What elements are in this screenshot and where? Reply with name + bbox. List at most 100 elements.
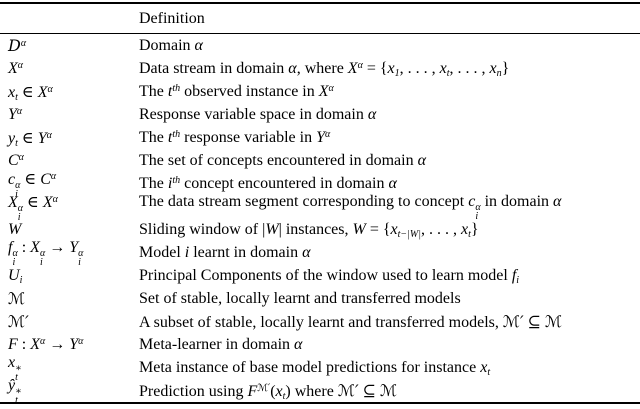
text-segment: X bbox=[8, 59, 18, 77]
text-segment: The data stream segment corresponding to… bbox=[139, 192, 469, 210]
text-segment: U bbox=[8, 266, 20, 284]
text-segment: ℳ′ bbox=[257, 382, 271, 394]
text-segment: t bbox=[15, 91, 18, 103]
math-subsup: ∗t bbox=[15, 385, 22, 406]
text-segment: α bbox=[294, 335, 303, 353]
text-segment: Response variable space in domain bbox=[139, 105, 368, 123]
text-segment: α bbox=[553, 192, 562, 210]
text-segment: ℳ bbox=[379, 380, 398, 400]
table-row: ℳ′A subset of stable, locally learnt and… bbox=[0, 310, 640, 333]
text-segment: th bbox=[172, 174, 181, 186]
symbol-cell: Xα bbox=[0, 60, 139, 78]
text-segment: X bbox=[318, 82, 329, 100]
text-segment: α bbox=[47, 83, 53, 95]
math-subsup: ∗t bbox=[15, 362, 22, 383]
text-segment: α bbox=[16, 105, 23, 117]
text-segment: α bbox=[194, 36, 203, 54]
definition-cell: Principal Components of the window used … bbox=[139, 266, 640, 286]
text-segment: α bbox=[367, 105, 377, 123]
text-segment: concept encountered in domain bbox=[180, 174, 389, 192]
text-segment: ŷ bbox=[8, 376, 16, 394]
table-header-rule bbox=[0, 33, 640, 34]
text-segment: α bbox=[52, 193, 58, 205]
text-segment: Y bbox=[316, 128, 325, 146]
symbol-cell: Yα bbox=[0, 106, 139, 124]
text-segment: Meta instance of base model predictions … bbox=[139, 358, 481, 376]
text-segment: α bbox=[46, 129, 52, 141]
text-segment: , . . . , bbox=[421, 220, 462, 238]
text-segment: Principal Components of the window used … bbox=[139, 266, 512, 284]
text-segment: α bbox=[302, 243, 311, 261]
definition-cell: Model i learnt in domain α bbox=[139, 244, 640, 262]
text-segment: W bbox=[265, 220, 279, 238]
text-segment: x bbox=[390, 220, 398, 238]
text-segment: ⊆ bbox=[358, 382, 380, 400]
definition-cell: Meta instance of base model predictions … bbox=[139, 358, 640, 378]
text-segment: , . . . , bbox=[399, 59, 440, 77]
text-segment: = { bbox=[365, 220, 391, 238]
definition-cell: Meta-learner in domain α bbox=[139, 336, 640, 354]
symbol-cell: Dα bbox=[0, 36, 139, 56]
text-segment: α bbox=[78, 335, 84, 347]
text-segment: ℳ′ bbox=[502, 311, 524, 331]
table-row: x ∗t Meta instance of base model predictio… bbox=[0, 354, 640, 383]
symbol-cell: ℳ′ bbox=[0, 312, 139, 332]
text-segment: α bbox=[50, 170, 57, 182]
symbol-cell: W bbox=[0, 221, 139, 239]
definition-cell: Response variable space in domain α bbox=[139, 106, 640, 124]
symbol-cell: ŷ∗t bbox=[0, 376, 139, 406]
text-segment: t bbox=[282, 390, 286, 402]
text-segment: t bbox=[487, 366, 491, 378]
text-segment: α bbox=[388, 174, 397, 192]
text-segment: t bbox=[15, 137, 18, 149]
text-segment: The bbox=[139, 82, 168, 100]
text-segment: f bbox=[511, 266, 517, 284]
text-segment: Y bbox=[69, 335, 79, 353]
definition-cell: The tth response variable in Yα bbox=[139, 129, 640, 147]
definition-cell: Prediction using Fℳ′(xt) where ℳ′ ⊆ ℳ bbox=[139, 380, 640, 402]
text-segment: c bbox=[8, 170, 16, 188]
text-segment: α bbox=[328, 82, 334, 94]
symbol-cell: xt ∈ Xα bbox=[0, 82, 139, 103]
text-segment: ℳ bbox=[545, 311, 563, 331]
text-segment: x bbox=[480, 358, 488, 376]
text-segment: F bbox=[8, 335, 18, 353]
text-segment: 1 bbox=[394, 67, 400, 79]
text-segment: ∈ bbox=[20, 170, 41, 188]
text-segment: X bbox=[42, 193, 53, 211]
text-segment: Set of stable, locally learnt and transf… bbox=[139, 289, 461, 307]
text-segment: f bbox=[8, 238, 13, 256]
text-segment: t bbox=[446, 67, 450, 79]
definition-cell: The data stream segment corresponding to… bbox=[139, 192, 640, 222]
text-segment: x bbox=[387, 59, 395, 77]
text-segment: Sliding window of | bbox=[139, 220, 266, 238]
text-segment: Data stream in domain bbox=[139, 59, 289, 77]
text-segment: ∈ bbox=[23, 193, 43, 211]
definition-cell: Set of stable, locally learnt and transf… bbox=[139, 290, 640, 308]
text-segment: X bbox=[30, 238, 40, 256]
text-segment: t bbox=[167, 82, 173, 100]
text-segment: | instances, bbox=[278, 220, 353, 238]
text-segment: ℳ′ bbox=[337, 380, 359, 400]
table-top-rule bbox=[0, 2, 640, 4]
text-segment: ⊆ bbox=[523, 313, 546, 331]
text-segment: Y bbox=[69, 238, 79, 256]
text-segment: th bbox=[172, 82, 181, 94]
definition-cell: The tth observed instance in Xα bbox=[139, 83, 640, 101]
text-segment: ℳ′ bbox=[8, 311, 29, 331]
text-segment: i bbox=[184, 243, 190, 261]
text-segment: x bbox=[461, 220, 469, 238]
text-segment: } bbox=[501, 59, 510, 77]
